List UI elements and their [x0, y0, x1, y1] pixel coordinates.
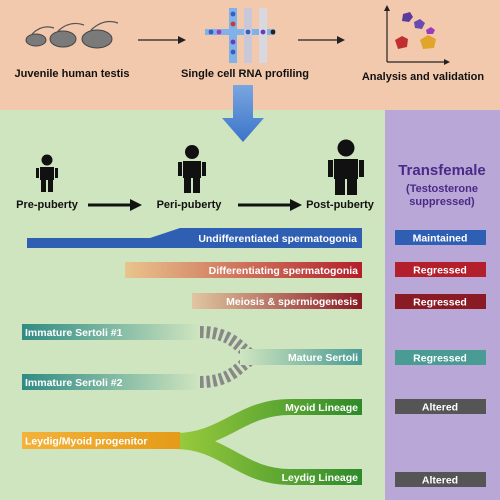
myoid-lineage-label: Myoid Lineage — [285, 402, 358, 414]
status-leydig — [395, 472, 486, 487]
status-undiff-label: Maintained — [413, 233, 468, 245]
immature-sertoli-1-bar — [22, 324, 200, 340]
undiff-spermatogonia-label: Undifferentiated spermatogonia — [198, 233, 357, 245]
arrow-head-2 — [337, 36, 345, 44]
status-meiosis — [395, 294, 486, 309]
person-pre-puberty-icon — [36, 154, 58, 192]
stage-post-puberty: Post-puberty — [306, 199, 375, 211]
undiff-spermatogonia-bar — [27, 228, 362, 248]
status-myoid — [395, 399, 486, 414]
status-sertoli-label: Regressed — [413, 353, 467, 365]
panel-subtitle-1: (Testosterone — [406, 183, 478, 195]
panel-title: Transfemale — [398, 162, 486, 179]
mature-sertoli-label: Mature Sertoli — [288, 352, 358, 364]
top-step-1: Juvenile human testis — [15, 68, 130, 80]
meiosis-bar — [192, 293, 362, 309]
status-myoid-label: Altered — [422, 402, 458, 414]
down-arrow — [222, 85, 264, 142]
status-diff-label: Regressed — [413, 265, 467, 277]
leydig-myoid-progenitor-label: Leydig/Myoid progenitor — [25, 436, 148, 448]
person-peri-puberty-icon — [178, 145, 206, 193]
top-step-2: Single cell RNA profiling — [181, 68, 309, 80]
stage-peri-puberty: Peri-puberty — [157, 199, 223, 211]
diff-spermatogonia-bar — [125, 262, 362, 278]
immature-sertoli-2-label: Immature Sertoli #2 — [25, 377, 123, 389]
status-undiff — [395, 230, 486, 245]
stage-arrow-1-head — [130, 199, 142, 211]
panel-subtitle-2: suppressed) — [409, 196, 475, 208]
leydig-lineage-curve — [174, 433, 362, 485]
stage-pre-puberty: Pre-puberty — [16, 199, 79, 211]
mature-sertoli-bar — [240, 349, 362, 365]
status-sertoli — [395, 350, 486, 365]
sertoli-merge-striped — [199, 326, 263, 388]
leydig-myoid-progenitor-bar — [22, 432, 180, 449]
arrow-head-1 — [178, 36, 186, 44]
leydig-lineage-label: Leydig Lineage — [282, 472, 359, 484]
status-diff — [395, 262, 486, 277]
testis-icons — [25, 20, 119, 49]
status-leydig-label: Altered — [422, 475, 458, 487]
status-meiosis-label: Regressed — [413, 297, 467, 309]
immature-sertoli-2-bar — [22, 374, 200, 390]
analysis-plot-icon — [384, 5, 450, 65]
meiosis-label: Meiosis & spermiogenesis — [226, 296, 358, 308]
person-post-puberty-icon — [328, 139, 364, 195]
stage-arrow-2-head — [290, 199, 302, 211]
scrna-grid-icon — [205, 8, 276, 63]
diff-spermatogonia-label: Differentiating spermatogonia — [209, 265, 359, 277]
immature-sertoli-1-label: Immature Sertoli #1 — [25, 327, 123, 339]
top-step-3: Analysis and validation — [362, 71, 485, 83]
